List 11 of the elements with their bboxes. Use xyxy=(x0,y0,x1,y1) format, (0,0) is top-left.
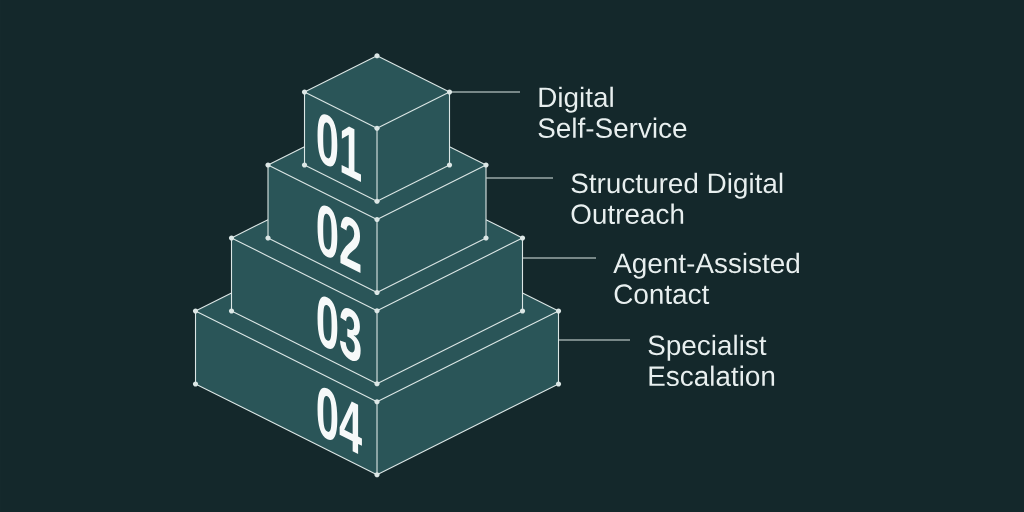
tier-block: 01 xyxy=(303,55,451,202)
leader-line xyxy=(485,177,554,179)
node-label: 04 xyxy=(317,387,362,454)
leader-line xyxy=(449,91,521,93)
tier-label: Specialist Escalation xyxy=(648,334,775,387)
tier-label: Digital Self-Service xyxy=(538,86,687,139)
tier-label: Agent-Assisted Contact xyxy=(613,252,799,305)
leader-line xyxy=(558,339,631,341)
leader-line xyxy=(522,257,597,259)
tier-label: Structured Digital Outreach xyxy=(571,172,783,225)
node-label: 03 xyxy=(317,296,361,362)
